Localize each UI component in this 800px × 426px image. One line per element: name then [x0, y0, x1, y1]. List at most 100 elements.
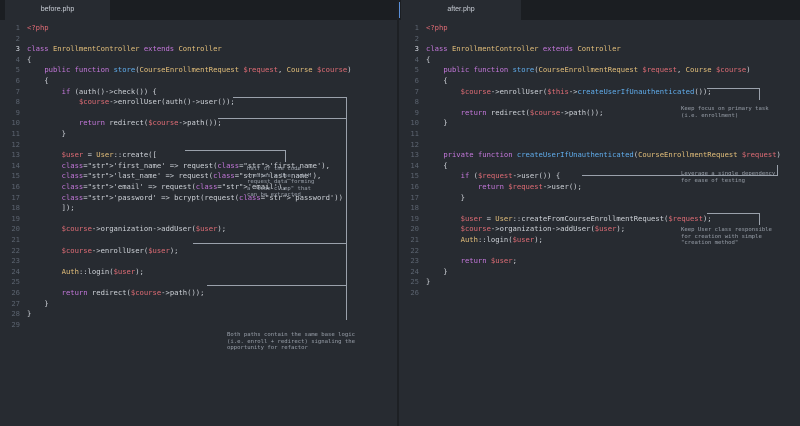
code-line[interactable]: 8	[399, 97, 800, 108]
code-text: }	[426, 266, 448, 276]
code-line[interactable]: 17 }	[399, 193, 800, 204]
code-line[interactable]: 25}	[399, 277, 800, 288]
code-text: if (auth()->check()) {	[61, 86, 157, 96]
code-line[interactable]: 13 private function createUserIfUnauthen…	[399, 150, 800, 161]
line-number: 13	[11, 150, 20, 160]
code-line[interactable]: 14 class="str">'first_name' => request(c…	[0, 161, 397, 172]
line-number: 25	[11, 277, 20, 287]
code-line[interactable]: 22 $course->enrollUser($user);	[0, 246, 397, 257]
code-line[interactable]: 13 $user = User::create([	[0, 150, 397, 161]
code-line[interactable]: 23	[0, 256, 397, 267]
tab-bar: after.php	[399, 0, 800, 20]
code-line[interactable]: 22	[399, 246, 800, 257]
code-line[interactable]: 4{	[399, 55, 800, 66]
code-line[interactable]: 20 $course->organization->addUser($user)…	[399, 224, 800, 235]
code-line[interactable]: 23 return $user;	[399, 256, 800, 267]
line-number: 26	[410, 288, 419, 297]
code-line[interactable]: 18 ]);	[0, 203, 397, 214]
code-line[interactable]: 19 $user = User::createFromCourseEnrollm…	[399, 214, 800, 225]
code-line[interactable]: 7 if (auth()->check()) {	[0, 87, 397, 98]
code-line[interactable]: 26 return redirect($course->path());	[0, 288, 397, 299]
code-line[interactable]: 12	[0, 140, 397, 151]
code-line[interactable]: 9 return redirect($course->path());	[399, 108, 800, 119]
code-line[interactable]: 16 return $request->user();	[399, 182, 800, 193]
code-line[interactable]: 14 {	[399, 161, 800, 172]
line-number: 29	[11, 319, 20, 329]
annotation-line	[346, 97, 347, 320]
code-text: class="str">'email' => request(class="st…	[61, 182, 287, 191]
tab-before-php[interactable]: before.php	[5, 0, 110, 20]
line-number: 11	[11, 129, 20, 138]
code-line[interactable]: 21 Auth::login($user);	[399, 235, 800, 246]
annotation-line	[707, 213, 759, 214]
code-text: }	[426, 277, 431, 287]
code-line[interactable]: 6 {	[0, 76, 397, 87]
code-line[interactable]: 24 Auth::login($user);	[0, 267, 397, 278]
code-line[interactable]: 21	[0, 235, 397, 246]
code-text: return redirect($course->path());	[78, 118, 222, 128]
line-number: 2	[15, 33, 20, 43]
line-number: 3	[414, 44, 419, 54]
code-line[interactable]: 2	[0, 34, 397, 45]
code-line[interactable]: 11 }	[0, 129, 397, 140]
code-line[interactable]: 24 }	[399, 267, 800, 278]
line-number: 2	[414, 33, 419, 43]
code-text: ]);	[27, 203, 75, 213]
line-number: 9	[15, 107, 20, 117]
code-line[interactable]: 4{	[0, 55, 397, 66]
code-line[interactable]: 5 public function store(CourseEnrollment…	[0, 65, 397, 76]
code-line[interactable]: 10 }	[399, 118, 800, 129]
code-line[interactable]: 28}	[0, 309, 397, 320]
code-line[interactable]: 15 if ($request->user()) {	[399, 171, 800, 182]
code-line[interactable]: 2	[399, 34, 800, 45]
code-text: if ($request->user()) {	[460, 171, 561, 181]
code-line[interactable]: 19	[0, 214, 397, 225]
line-number: 8	[15, 97, 20, 107]
line-number: 19	[410, 213, 419, 223]
line-number: 10	[11, 118, 20, 128]
code-line[interactable]: 18	[399, 203, 800, 214]
code-line[interactable]: 26	[399, 288, 800, 299]
code-text: Auth::login($user);	[460, 235, 543, 244]
code-line[interactable]: 1<?php	[399, 23, 800, 34]
tab-after-php[interactable]: after.php	[401, 0, 521, 20]
code-line[interactable]: 5 public function store(CourseEnrollment…	[399, 65, 800, 76]
line-number: 10	[410, 118, 419, 128]
code-text: return $user;	[460, 256, 517, 266]
line-number: 6	[414, 76, 419, 85]
code-line[interactable]: 11	[399, 129, 800, 140]
code-line[interactable]: 12	[399, 140, 800, 151]
code-line[interactable]: 16 class="str">'email' => request(class=…	[0, 182, 397, 193]
code-line[interactable]: 27 }	[0, 299, 397, 310]
annotation-line	[285, 150, 286, 162]
code-line[interactable]: 25	[0, 277, 397, 288]
line-number: 17	[11, 192, 20, 202]
code-line[interactable]: 9	[0, 108, 397, 119]
line-number: 28	[11, 309, 20, 319]
code-text: $course->enrollUser($user);	[61, 245, 179, 255]
code-line[interactable]: 8 $course->enrollUser(auth()->user());	[0, 97, 397, 108]
code-line[interactable]: 10 return redirect($course->path());	[0, 118, 397, 129]
line-number: 5	[15, 65, 20, 75]
code-line[interactable]: 17 class="str">'password' => bcrypt(requ…	[0, 193, 397, 204]
line-number: 6	[15, 76, 20, 85]
line-number: 12	[11, 139, 20, 149]
line-number: 16	[11, 182, 20, 191]
code-line[interactable]: 15 class="str">'last_name' => request(cl…	[0, 171, 397, 182]
line-number: 11	[410, 129, 419, 138]
code-line[interactable]: 20 $course->organization->addUser($user)…	[0, 224, 397, 235]
code-text: private function createUserIfUnauthentic…	[443, 150, 781, 160]
code-text: $course->enrollUser(auth()->user());	[78, 97, 235, 107]
code-line[interactable]: 6 {	[399, 76, 800, 87]
code-line[interactable]: 7 $course->enrollUser($this->createUserI…	[399, 87, 800, 98]
code-line[interactable]: 29	[0, 320, 397, 331]
line-number: 9	[414, 107, 419, 117]
line-number: 1	[15, 23, 20, 32]
code-text: public function store(CourseEnrollmentRe…	[443, 65, 751, 75]
annotation-line	[218, 118, 346, 119]
line-number: 21	[11, 235, 20, 244]
code-line[interactable]: 1<?php	[0, 23, 397, 34]
